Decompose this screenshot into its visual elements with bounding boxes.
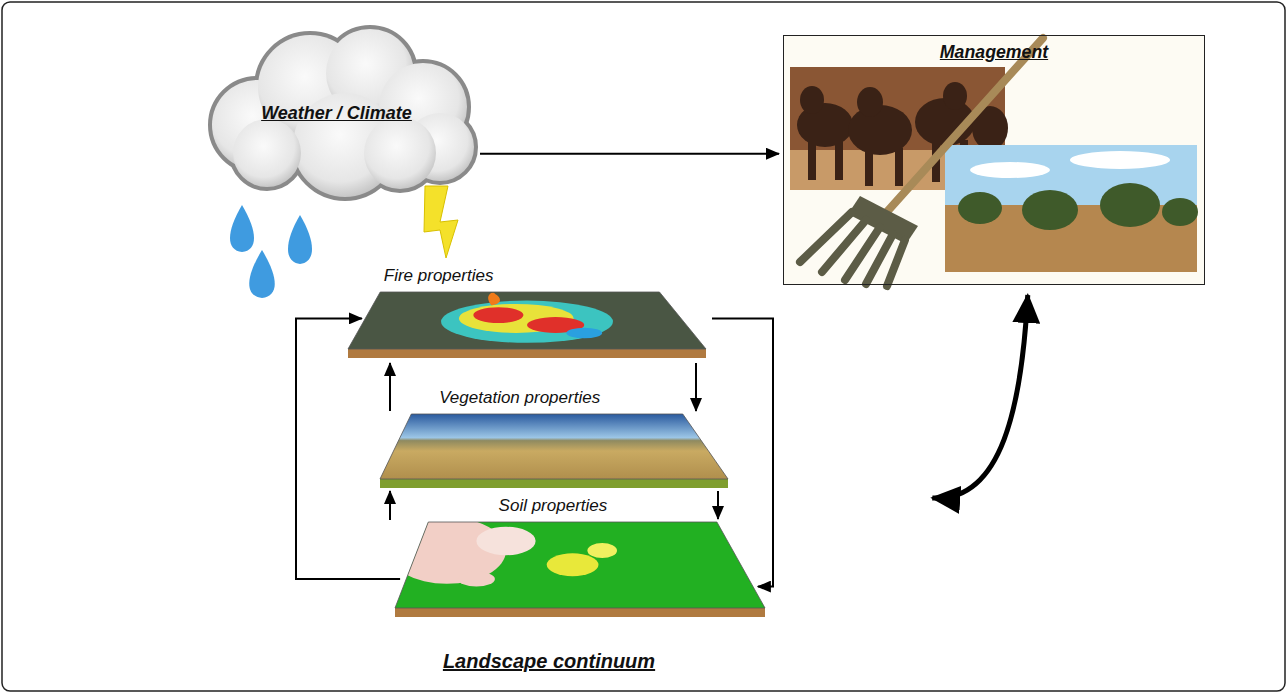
flow-arrow: [480, 153, 779, 155]
double-arrow: [932, 295, 1027, 498]
node-title: Landscape continuum: [168, 650, 930, 673]
management-box: Management: [783, 35, 1205, 285]
flow-arrow: [389, 363, 391, 411]
node-title: Weather / Climate: [195, 103, 478, 124]
soil-layer: Soil properties: [395, 522, 765, 617]
flow-arrow: [389, 491, 391, 520]
flow-arrow: [695, 363, 697, 411]
fire-layer: Fire properties: [348, 292, 706, 358]
rain-drops: [230, 205, 312, 298]
layer-label: Vegetation properties: [439, 388, 600, 408]
vegetation-layer: Vegetation properties: [380, 414, 728, 488]
layer-label: Soil properties: [499, 496, 608, 516]
management-illustration: [784, 36, 1204, 286]
flow-arrow: [717, 491, 719, 519]
lightning-bolt: [424, 186, 458, 258]
landscape-ellipse: Landscape continuum Fire propertiesVegeta…: [168, 253, 930, 683]
weather-cloud: Weather / Climate: [195, 25, 478, 190]
layer-label: Fire properties: [384, 266, 494, 286]
node-title: Management: [784, 42, 1204, 63]
